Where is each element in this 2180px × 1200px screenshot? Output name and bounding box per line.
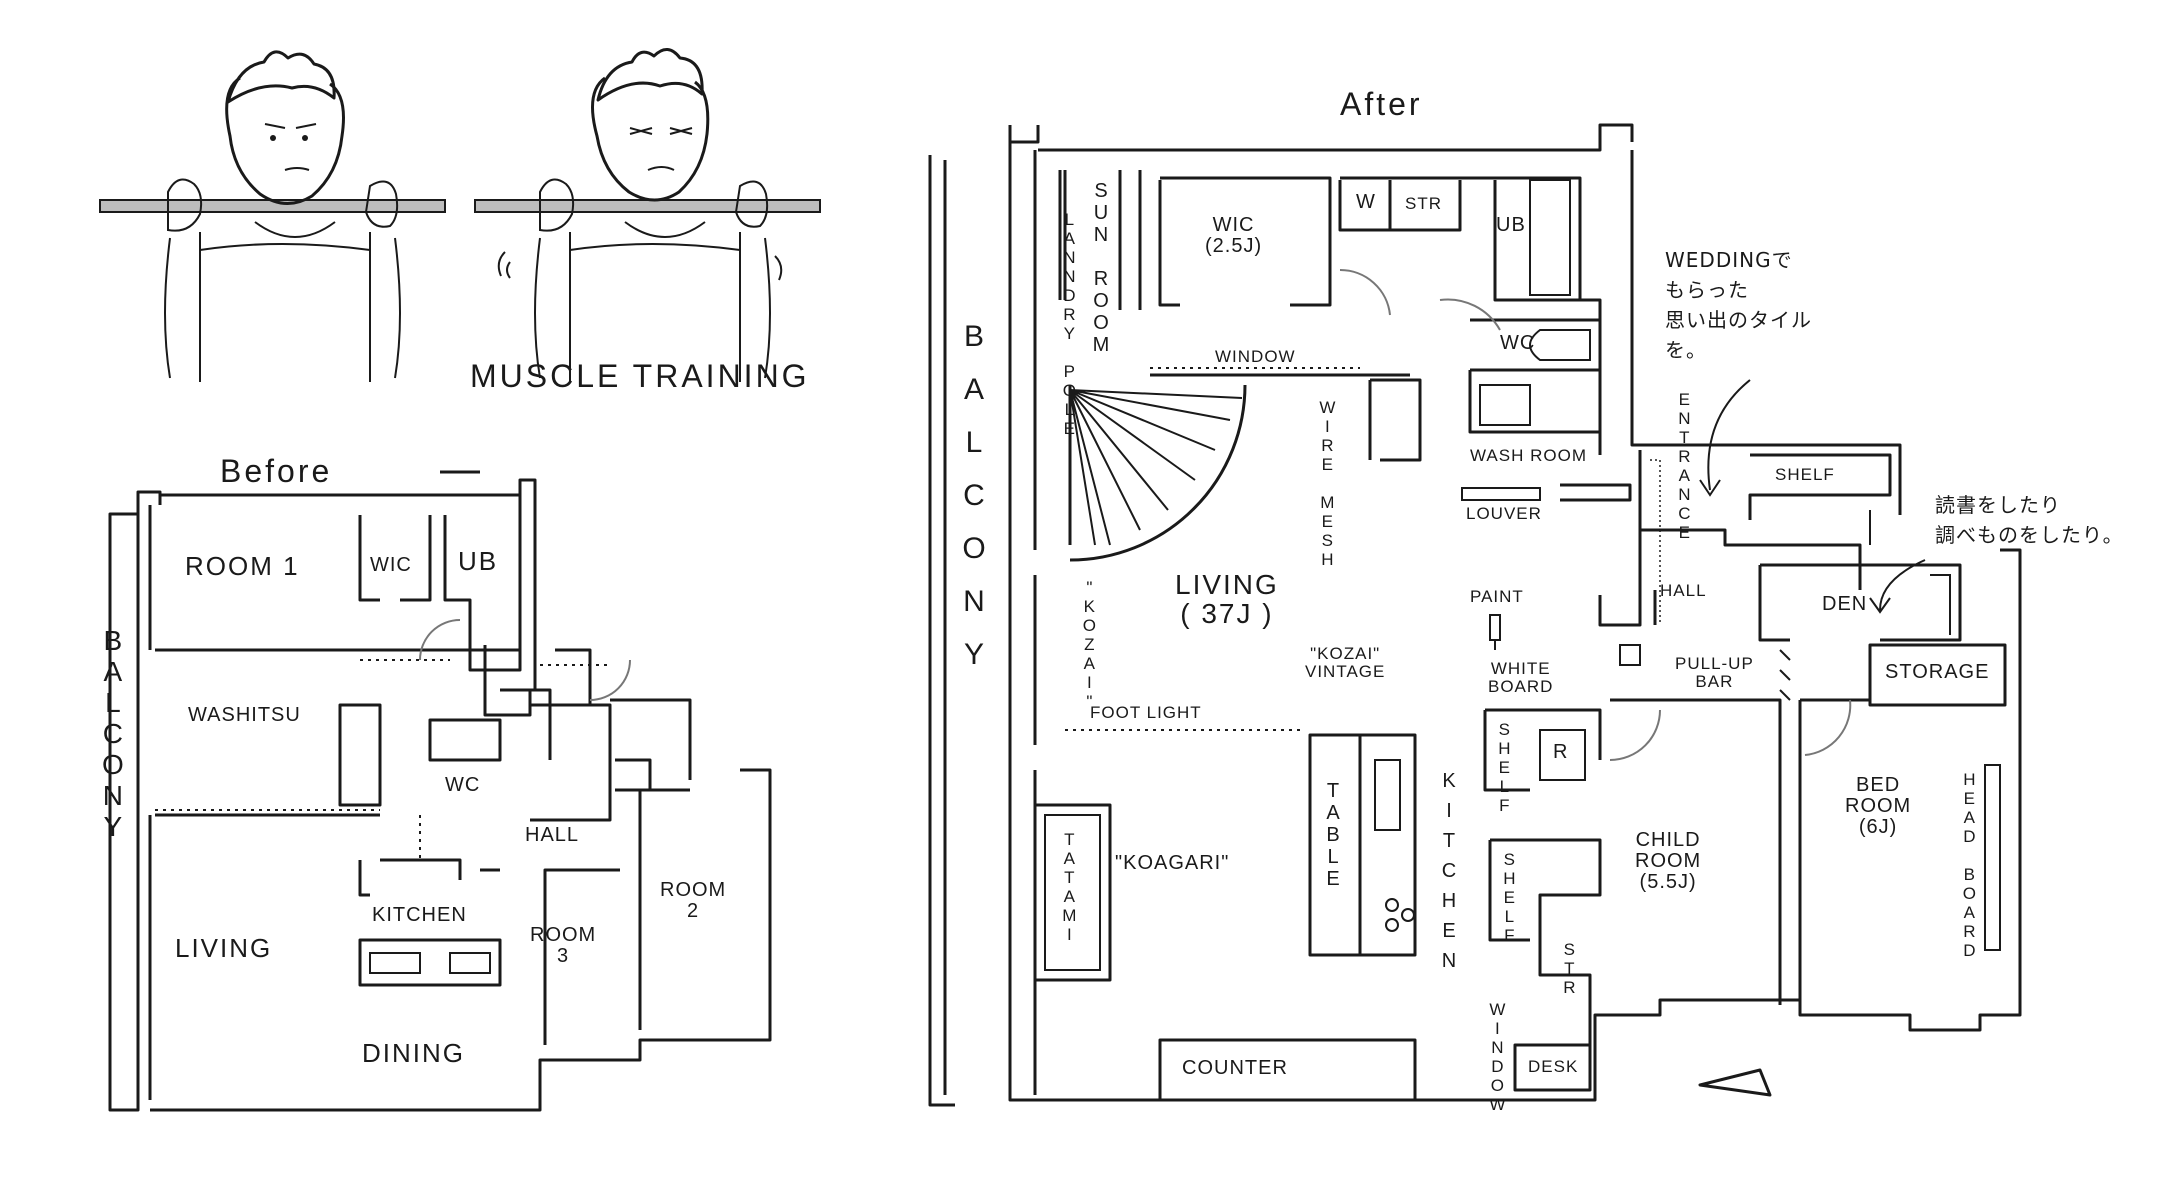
wire-mesh-label: WIRE MESH — [1317, 398, 1337, 569]
after-ub-label: UB — [1496, 214, 1526, 236]
before-living-label: LIVING — [175, 933, 273, 963]
head-board-label: HEAD BOARD — [1959, 770, 1979, 960]
before-floor-plan — [108, 470, 772, 1112]
window-top-label: WINDOW — [1215, 347, 1296, 366]
entrance-label: ENTRANCE — [1674, 390, 1694, 542]
before-kitchen-label: KITCHEN — [372, 904, 467, 926]
refrigerator-label: R — [1553, 741, 1569, 763]
shelf-mid-label: SHELF — [1494, 720, 1514, 815]
north-arrow-icon — [1698, 1068, 1772, 1097]
before-room1-label: ROOM 1 — [185, 551, 300, 581]
after-wic-label: WIC (2.5J) — [1205, 214, 1263, 257]
den-label: DEN — [1822, 593, 1868, 615]
muscle-training-illustration — [99, 48, 821, 382]
after-balcony-label: BALCONY — [957, 320, 991, 691]
after-hall-label: HALL — [1660, 581, 1707, 600]
man-straining-icon — [497, 48, 783, 382]
pull-up-bar-label: PULL-UP BAR — [1675, 654, 1754, 691]
wedding-tile-note: WEDDINGで もらった 思い出のタイル を。 — [1665, 248, 1812, 362]
spiral-staircase — [1068, 384, 1247, 562]
white-board-label: WHITE BOARD — [1488, 659, 1554, 696]
after-kitchen-label: KITCHEN — [1438, 770, 1460, 980]
after-wc-label: WC — [1500, 332, 1536, 354]
bed-room-label: BED ROOM (6J) — [1845, 774, 1912, 838]
shelf-top-label: SHELF — [1775, 465, 1835, 484]
paint-label: PAINT — [1470, 587, 1524, 606]
before-hall-label: HALL — [525, 824, 580, 846]
man-relaxed-icon — [164, 50, 401, 382]
before-balcony-label: BALCONY — [97, 625, 129, 842]
shelf-low-label: SHELF — [1499, 850, 1519, 945]
laundry-pole-label: LANNDRY POLE — [1059, 210, 1079, 438]
after-living-label: LIVING ( 37J ) — [1175, 569, 1279, 630]
counter-label: COUNTER — [1182, 1057, 1288, 1079]
before-wic-label: WIC — [370, 554, 412, 576]
wash-room-label: WASH ROOM — [1470, 446, 1587, 465]
koagari-label: "KOAGARI" — [1115, 852, 1230, 874]
foot-light-label: FOOT LIGHT — [1090, 703, 1202, 722]
before-dining-label: DINING — [362, 1038, 465, 1068]
before-title: Before — [220, 453, 333, 489]
after-title: After — [1340, 86, 1423, 122]
desk-label: DESK — [1528, 1057, 1579, 1076]
before-room3-label: ROOM 3 — [530, 924, 597, 967]
table-label: TABLE — [1322, 780, 1344, 890]
before-washitsu-label: WASHITSU — [188, 704, 301, 726]
before-ub-label: UB — [458, 546, 499, 576]
child-room-label: CHILD ROOM (5.5J) — [1635, 829, 1702, 893]
kozai-vintage-label: "KOZAI" VINTAGE — [1305, 644, 1386, 681]
kozai-left-label: "KOZAI" — [1079, 578, 1099, 711]
before-room2-label: ROOM 2 — [660, 879, 727, 922]
after-floor-plan — [928, 123, 2022, 1107]
tatami-label: TATAMI — [1059, 830, 1079, 944]
window-low-label: WINDOW — [1487, 1000, 1507, 1114]
storage-label: STORAGE — [1885, 661, 1990, 683]
den-reading-note: 読書をしたり 調べものをしたり。 — [1935, 493, 2124, 547]
before-wc-label: WC — [445, 774, 481, 796]
str-top-label: STR — [1405, 194, 1442, 213]
sunroom-label: SUN ROOM — [1090, 180, 1112, 356]
muscle-training-caption: MUSCLE TRAINING — [470, 358, 810, 394]
louver-label: LOUVER — [1466, 504, 1542, 523]
w-label: W — [1356, 191, 1376, 213]
str-low-label: STR — [1559, 940, 1579, 997]
